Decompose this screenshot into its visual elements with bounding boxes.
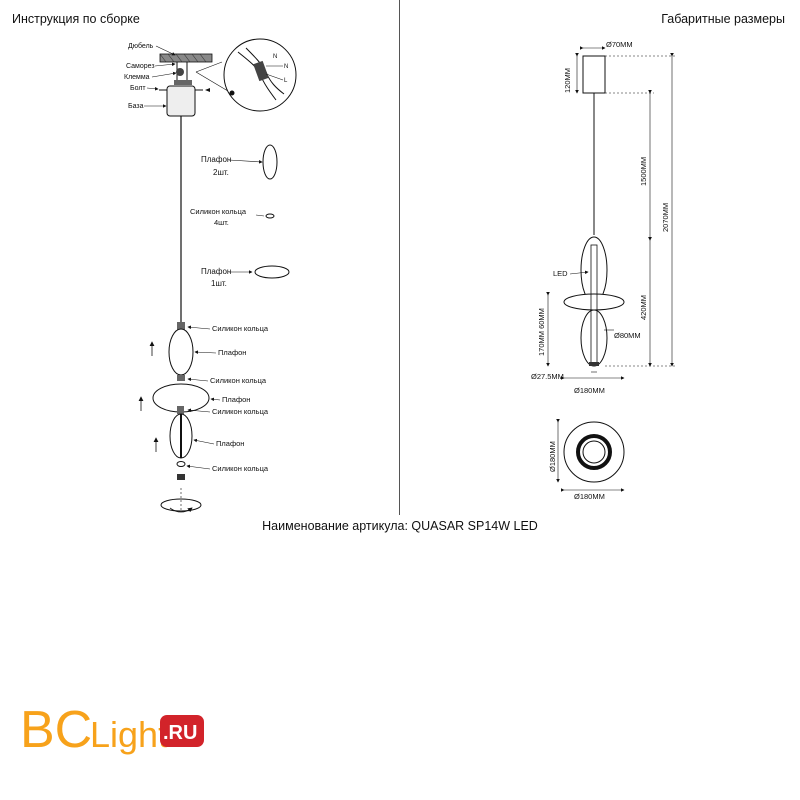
dim-base-diameter: Ø70MM — [606, 40, 633, 49]
assembly-instructions-title: Инструкция по сборке — [12, 12, 140, 26]
svg-text:2шт.: 2шт. — [213, 168, 229, 177]
parts-shade-1: Плафон 1шт. — [201, 265, 290, 288]
dim-base-height: 120MM — [563, 68, 572, 93]
technical-drawing: N L N Дюбель Саморез Клемма Болт База Пл… — [124, 38, 676, 513]
mounting-bracket — [174, 62, 192, 85]
logo-part-bc: BC — [20, 701, 92, 759]
svg-text:Плафон: Плафон — [201, 155, 231, 164]
dim-led-label: LED — [553, 269, 568, 278]
svg-text:Плафон: Плафон — [201, 267, 231, 276]
dim-top-view-horizontal: Ø180MM — [574, 492, 605, 501]
dim-tube-diameter: Ø27.5MM — [531, 372, 564, 381]
svg-text:1шт.: 1шт. — [211, 279, 227, 288]
dim-cable-length: 1500MM — [639, 157, 648, 186]
dim-shade-diameter: Ø80MM — [614, 331, 641, 340]
dim-lamp-front-view — [563, 55, 625, 367]
svg-text:Силикон кольца: Силикон кольца — [190, 207, 247, 216]
dim-lines — [546, 46, 676, 380]
step-label-shade-1: Плафон — [218, 348, 246, 357]
wire-l-label: L — [284, 78, 288, 84]
detail-magnifier: N L N — [195, 38, 297, 112]
parts-rings: Силикон кольца 4шт. — [190, 207, 275, 227]
ceiling-plate — [159, 53, 213, 63]
logo-part-ru: .RU — [163, 722, 197, 744]
svg-text:4шт.: 4шт. — [214, 218, 229, 227]
step-label-shade-2: Плафон — [222, 395, 250, 404]
step-label-rings-3: Силикон кольца — [212, 407, 269, 416]
assembly-direction-arrows — [138, 341, 159, 452]
dim-body-height: 420MM — [639, 295, 648, 320]
parts-shade-2: Плафон 2шт. — [201, 144, 278, 180]
logo-ru-badge — [160, 715, 204, 747]
label-base: База — [128, 103, 144, 110]
exploded-assembly — [152, 322, 210, 513]
bclight-logo: BC Light .RU — [20, 701, 204, 759]
step-label-shade-3: Плафон — [216, 439, 244, 448]
step-label-rings-1: Силикон кольца — [212, 324, 269, 333]
dim-disc-diameter: Ø180MM — [574, 386, 605, 395]
dimensions-title: Габаритные размеры — [661, 12, 785, 26]
label-dowel: Дюбель — [128, 42, 154, 50]
dim-top-view: Ø180MM Ø180MM — [548, 419, 625, 501]
step-label-rings-4: Силикон кольца — [212, 464, 269, 473]
label-terminal: Клемма — [124, 74, 150, 81]
step-label-rings-2: Силикон кольца — [210, 376, 267, 385]
logo-part-light: Light — [90, 714, 168, 755]
section-divider — [399, 0, 400, 515]
wire-n-label-2: N — [273, 54, 277, 60]
dim-top-view-vertical: Ø180MM — [548, 441, 557, 472]
dim-total-height: 2070MM — [661, 203, 670, 232]
dim-lower-section: 170MM 60MM — [537, 308, 546, 356]
label-screw: Саморез — [126, 63, 155, 70]
article-name: Наименование артикула: QUASAR SP14W LED — [262, 519, 538, 533]
wire-n-label: N — [284, 64, 288, 70]
canopy-base — [159, 85, 210, 117]
label-bolt: Болт — [130, 85, 146, 92]
